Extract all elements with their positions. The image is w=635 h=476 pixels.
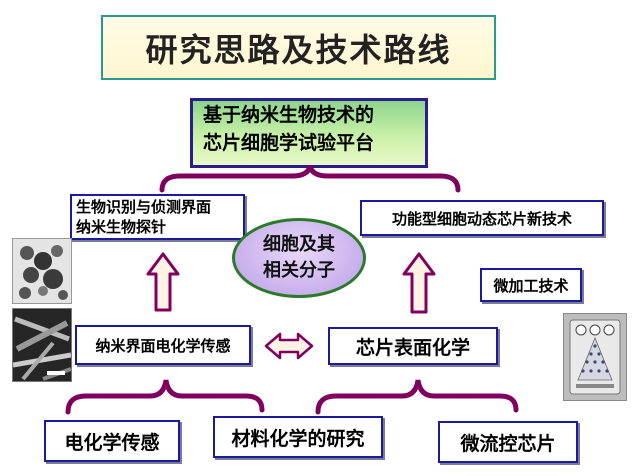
- materials-text: 材料化学的研究: [231, 427, 365, 450]
- microfluidic-chip-photo: [563, 313, 627, 401]
- electrochem-box: 电化学传感: [44, 420, 180, 462]
- tem-micrograph-image: [12, 238, 72, 304]
- platform-line1: 基于纳米生物技术的: [203, 104, 375, 126]
- microfluidic-text: 微流控芯片: [460, 432, 556, 455]
- chip-surface-box: 芯片表面化学: [328, 327, 498, 365]
- micro-machining-box: 微加工技术: [480, 268, 582, 302]
- microfluidic-box: 微流控芯片: [438, 421, 578, 463]
- nano-sensing-box: 纳米界面电化学传感: [75, 325, 251, 365]
- dynamic-chip-box: 功能型细胞动态芯片新技术: [360, 200, 604, 236]
- bio-probe-box: 生物识别与侦测界面 纳米生物探针: [70, 194, 245, 240]
- up-arrow-left: [146, 252, 180, 312]
- sem-micrograph-graphic: [12, 309, 72, 381]
- micro-machining-text: 微加工技术: [493, 276, 569, 295]
- diagram-title-text: 研究思路及技术路线: [145, 30, 452, 69]
- materials-box: 材料化学的研究: [213, 416, 383, 458]
- sem-micrograph-image: [12, 308, 72, 382]
- nano-sensing-text: 纳米界面电化学传感: [95, 336, 231, 355]
- center-line2: 相关分子: [263, 260, 335, 281]
- double-arrow: [264, 332, 314, 360]
- top-brace: [159, 165, 461, 193]
- microfluidic-chip-graphic: [564, 314, 626, 400]
- diagram-title: 研究思路及技术路线: [101, 15, 496, 80]
- bottom-left-brace: [65, 379, 265, 415]
- bottom-right-brace: [315, 379, 519, 415]
- center-line1: 细胞及其: [263, 234, 335, 255]
- chip-surface-text: 芯片表面化学: [355, 336, 470, 359]
- center-ellipse: 细胞及其 相关分子: [232, 218, 366, 298]
- up-arrow-right: [402, 252, 436, 314]
- dynamic-chip-text: 功能型细胞动态芯片新技术: [391, 209, 572, 228]
- tem-micrograph-graphic: [13, 239, 71, 303]
- bio-probe-line2: 纳米生物探针: [76, 218, 167, 236]
- platform-line2: 芯片细胞学试验平台: [203, 132, 375, 154]
- electrochem-text: 电化学传感: [64, 431, 160, 454]
- bio-probe-line1: 生物识别与侦测界面: [76, 198, 212, 216]
